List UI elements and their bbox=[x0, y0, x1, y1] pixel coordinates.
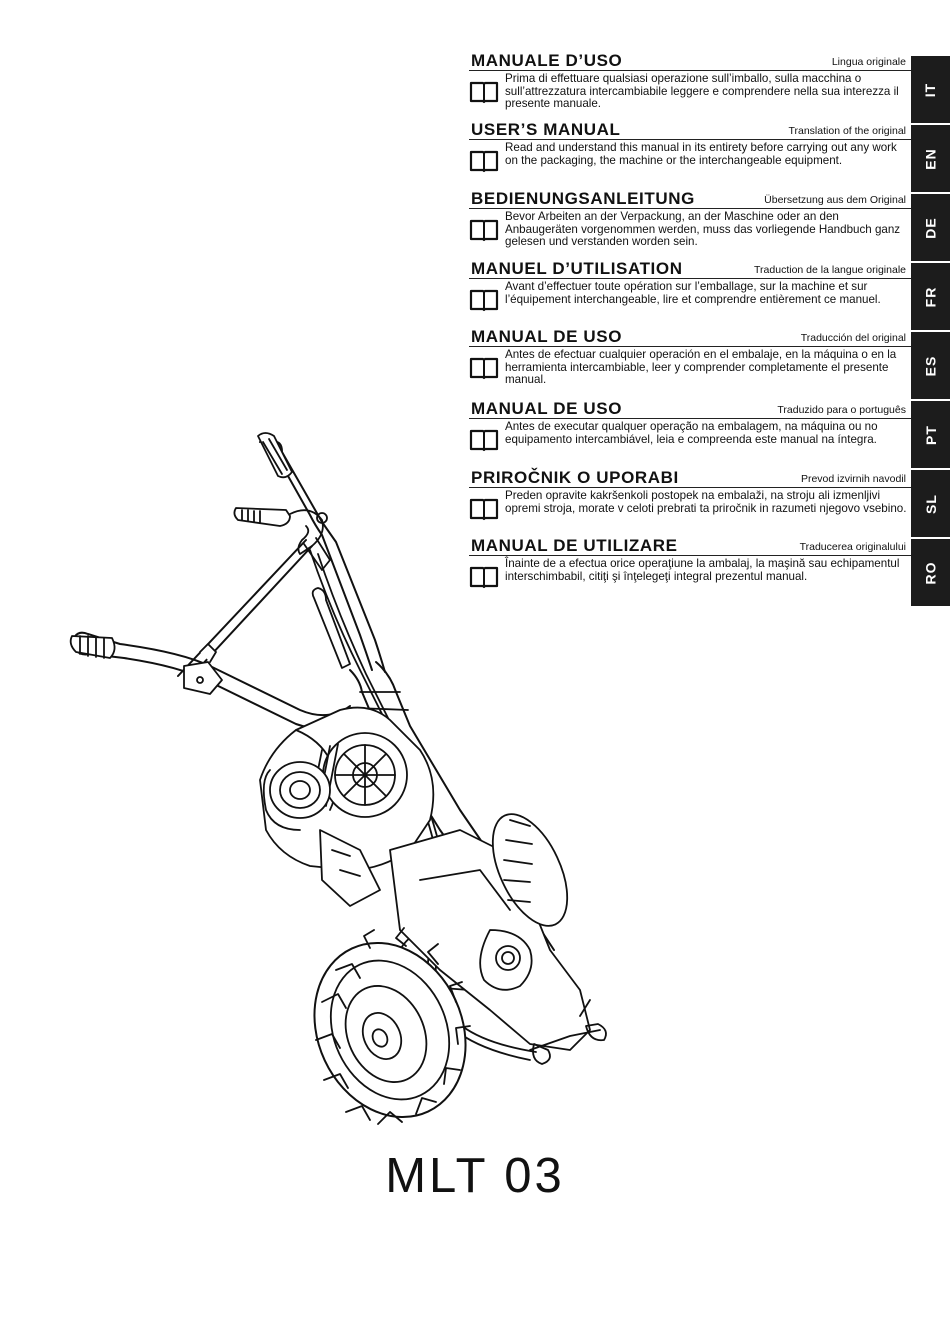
section-body: Antes de executar qualquer operação na e… bbox=[469, 420, 911, 469]
tab-pt[interactable]: PT bbox=[911, 401, 950, 468]
section-title: MANUAL DE USO bbox=[471, 399, 623, 418]
section-subtitle: Translation of the original bbox=[788, 125, 906, 137]
section-subtitle: Traducción del original bbox=[800, 332, 906, 344]
section-text: Bevor Arbeiten an der Verpackung, an der… bbox=[505, 210, 901, 249]
tab-label: FR bbox=[922, 286, 939, 307]
section-header: MANUAL DE USO Traduzido para o português bbox=[469, 400, 911, 419]
section-header: MANUALE D’USO Lingua originale bbox=[469, 52, 911, 71]
open-book-icon bbox=[469, 81, 499, 104]
section-title: MANUALE D’USO bbox=[471, 51, 623, 70]
tab-label: DE bbox=[922, 216, 939, 239]
tab-ro[interactable]: RO bbox=[911, 539, 950, 606]
section-text: Înainte de a efectua orice operaţiune la… bbox=[505, 557, 900, 583]
open-book-icon bbox=[469, 429, 499, 452]
section-subtitle: Traduzido para o português bbox=[777, 404, 906, 416]
open-book-icon bbox=[469, 357, 499, 380]
section-body: Înainte de a efectua orice operaţiune la… bbox=[469, 557, 911, 606]
section-sl: PRIROČNIK O UPORABI Prevod izvirnih navo… bbox=[469, 469, 911, 538]
tab-it[interactable]: IT bbox=[911, 56, 950, 123]
section-text: Preden opravite kakršenkoli postopek na … bbox=[505, 489, 907, 515]
model-name: MLT 03 bbox=[385, 1149, 565, 1203]
section-en: USER’S MANUAL Translation of the origina… bbox=[469, 121, 911, 190]
section-de: BEDIENUNGSANLEITUNG Übersetzung aus dem … bbox=[469, 190, 911, 259]
section-fr: MANUEL D’UTILISATION Traduction de la la… bbox=[469, 260, 911, 329]
section-body: Antes de efectuar cualquier operación en… bbox=[469, 348, 911, 397]
section-text: Avant d’effectuer toute opération sur l’… bbox=[505, 280, 881, 306]
section-title: MANUAL DE UTILIZARE bbox=[471, 536, 678, 555]
tab-label: SL bbox=[922, 493, 939, 514]
tab-es[interactable]: ES bbox=[911, 332, 950, 399]
section-ro: MANUAL DE UTILIZARE Traducerea originalu… bbox=[469, 537, 911, 606]
tab-fr[interactable]: FR bbox=[911, 263, 950, 330]
section-title: PRIROČNIK O UPORABI bbox=[471, 468, 679, 487]
section-it: MANUALE D’USO Lingua originale Prima di … bbox=[469, 52, 911, 121]
section-header: MANUAL DE USO Traducción del original bbox=[469, 328, 911, 347]
section-body: Avant d’effectuer toute opération sur l’… bbox=[469, 280, 911, 329]
section-subtitle: Übersetzung aus dem Original bbox=[764, 194, 906, 206]
section-title: MANUAL DE USO bbox=[471, 327, 623, 346]
open-book-icon bbox=[469, 150, 499, 173]
open-book-icon bbox=[469, 289, 499, 312]
section-body: Prima di effettuare qualsiasi operazione… bbox=[469, 72, 911, 121]
tab-sl[interactable]: SL bbox=[911, 470, 950, 537]
tab-label: IT bbox=[922, 82, 939, 97]
section-title: BEDIENUNGSANLEITUNG bbox=[471, 189, 695, 208]
section-title: USER’S MANUAL bbox=[471, 120, 621, 139]
section-subtitle: Traducerea originalului bbox=[799, 541, 906, 553]
section-body: Read and understand this manual in its e… bbox=[469, 141, 911, 190]
open-book-icon bbox=[469, 219, 499, 242]
tab-label: RO bbox=[922, 561, 939, 584]
section-subtitle: Prevod izvirnih navodil bbox=[800, 473, 906, 485]
tab-label: ES bbox=[922, 355, 939, 376]
section-body: Preden opravite kakršenkoli postopek na … bbox=[469, 489, 911, 538]
section-subtitle: Traduction de la langue originale bbox=[754, 264, 906, 276]
section-header: PRIROČNIK O UPORABI Prevod izvirnih navo… bbox=[469, 469, 911, 488]
section-text: Prima di effettuare qualsiasi operazione… bbox=[505, 72, 899, 111]
tab-label: EN bbox=[922, 147, 939, 170]
tab-en[interactable]: EN bbox=[911, 125, 950, 192]
section-es: MANUAL DE USO Traducción del original An… bbox=[469, 328, 911, 397]
section-text: Antes de executar qualquer operação na e… bbox=[505, 420, 878, 446]
section-title: MANUEL D’UTILISATION bbox=[471, 259, 683, 278]
section-header: MANUEL D’UTILISATION Traduction de la la… bbox=[469, 260, 911, 279]
section-header: USER’S MANUAL Translation of the origina… bbox=[469, 121, 911, 140]
section-text: Read and understand this manual in its e… bbox=[505, 141, 897, 167]
section-text: Antes de efectuar cualquier operación en… bbox=[505, 348, 897, 387]
section-subtitle: Lingua originale bbox=[831, 56, 906, 68]
open-book-icon bbox=[469, 566, 499, 589]
section-header: BEDIENUNGSANLEITUNG Übersetzung aus dem … bbox=[469, 190, 911, 209]
section-body: Bevor Arbeiten an der Verpackung, an der… bbox=[469, 210, 911, 259]
tab-label: PT bbox=[922, 424, 939, 445]
section-header: MANUAL DE UTILIZARE Traducerea originalu… bbox=[469, 537, 911, 556]
section-pt: MANUAL DE USO Traduzido para o português… bbox=[469, 400, 911, 469]
tab-de[interactable]: DE bbox=[911, 194, 950, 261]
open-book-icon bbox=[469, 498, 499, 521]
walking-tractor-illustration bbox=[69, 432, 607, 1125]
